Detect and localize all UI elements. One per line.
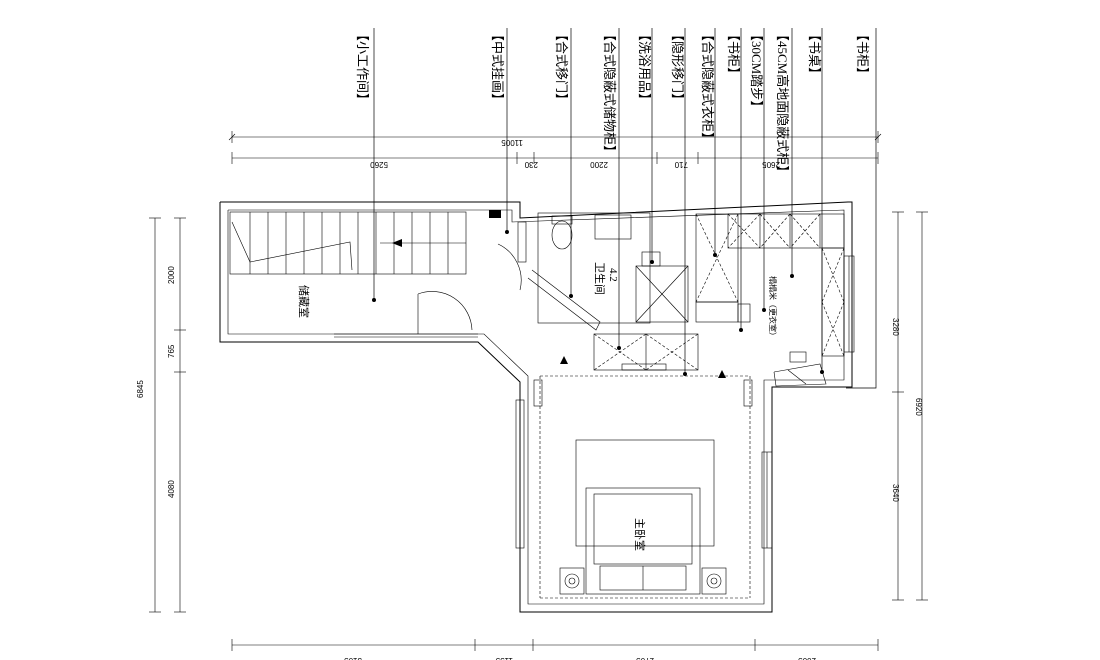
dim-right-seg-1: 3280 (891, 318, 900, 336)
room-label-storage: 储藏室 (297, 285, 311, 318)
dim-right-total: 6920 (914, 398, 923, 416)
cabinets: 榻榻米（更衣室） (593, 213, 845, 387)
nightstand-left (559, 567, 585, 595)
callout-step: 【30CM踏步】 (749, 28, 764, 113)
room-label-master-bedroom: 主卧室 (633, 518, 647, 551)
dimension-bottom: 3105 1155 2705 2005 (231, 639, 879, 660)
dim-bottom-seg-2: 1155 (495, 656, 513, 660)
door-swing-icon (417, 291, 473, 331)
callout-workroom: 【小工作间】 (355, 28, 370, 106)
bed (585, 487, 701, 595)
wall-marker-icon (489, 210, 501, 218)
room-label-bathroom: 卫生间 (593, 262, 607, 295)
callout-hidden-sliding-door: 【隐形移门】 (670, 28, 685, 106)
dim-top-seg-3: 2200 (590, 160, 608, 169)
dim-left-seg-3: 4080 (167, 480, 176, 498)
callout-hidden-wardrobe: 【合式隐蔽式衣柜】 (700, 28, 715, 145)
nightstand-right (701, 567, 727, 595)
callout-desk: 【书桌】 (807, 28, 822, 80)
dim-top-seg-5: 2605 (762, 160, 780, 169)
stair-arrow-icon (392, 239, 402, 247)
dim-bottom-seg-1: 3105 (344, 656, 362, 660)
dim-top-seg-4: 710 (674, 160, 688, 169)
dim-left-seg-1: 2000 (167, 266, 176, 284)
dim-bottom-seg-4: 2005 (798, 656, 816, 660)
dim-top-seg-2: 230 (524, 160, 538, 169)
dim-right-seg-2: 3640 (891, 484, 900, 502)
dim-top-seg-1: 5260 (370, 160, 388, 169)
dimension-left: 6845 2000 765 4080 (136, 217, 186, 613)
dimension-top: 11005 5260 230 2200 710 2605 (228, 131, 882, 169)
callout-high-hidden-cabinet: 【45CM高地面隐蔽式柜】 (775, 28, 790, 178)
room-label-tatami: 榻榻米（更衣室） (768, 276, 778, 340)
washbasin (594, 214, 632, 240)
callout-bookcase-2: 【书柜】 (855, 28, 870, 80)
outer-walls (219, 201, 853, 613)
callout-bookcase-1: 【书柜】 (726, 28, 741, 80)
master-bedroom: 主卧室 (559, 439, 727, 595)
dim-left-total: 6845 (136, 380, 145, 398)
stair-treads (249, 212, 466, 274)
storage-room: 储藏室 (229, 210, 527, 338)
corridor-lines (539, 356, 751, 599)
room-area-bathroom: 4.2 (607, 268, 619, 282)
dim-left-seg-2: 765 (167, 344, 176, 358)
toilet-icon (551, 220, 573, 250)
dimension-right: 3280 3640 6920 (891, 211, 928, 601)
callout-painting: 【中式挂画】 (490, 28, 505, 106)
windows (515, 255, 855, 549)
callout-bath-supplies: 【洗浴用品】 (637, 28, 652, 106)
callout-sliding-door: 【合式移门】 (554, 28, 569, 106)
callout-hidden-storage: 【合式隐蔽式储物柜】 (602, 28, 617, 158)
callout-labels: 【小工作间】 【中式挂画】 【合式移门】 【合式隐蔽式储物柜】 【洗浴用品】 【… (355, 28, 870, 178)
dim-bottom-seg-3: 2705 (636, 656, 654, 660)
bathroom: 卫生间 4.2 (527, 212, 689, 331)
dim-top-total: 11005 (501, 138, 523, 147)
door-swing-icon (497, 243, 522, 291)
leader-lines (372, 28, 877, 389)
